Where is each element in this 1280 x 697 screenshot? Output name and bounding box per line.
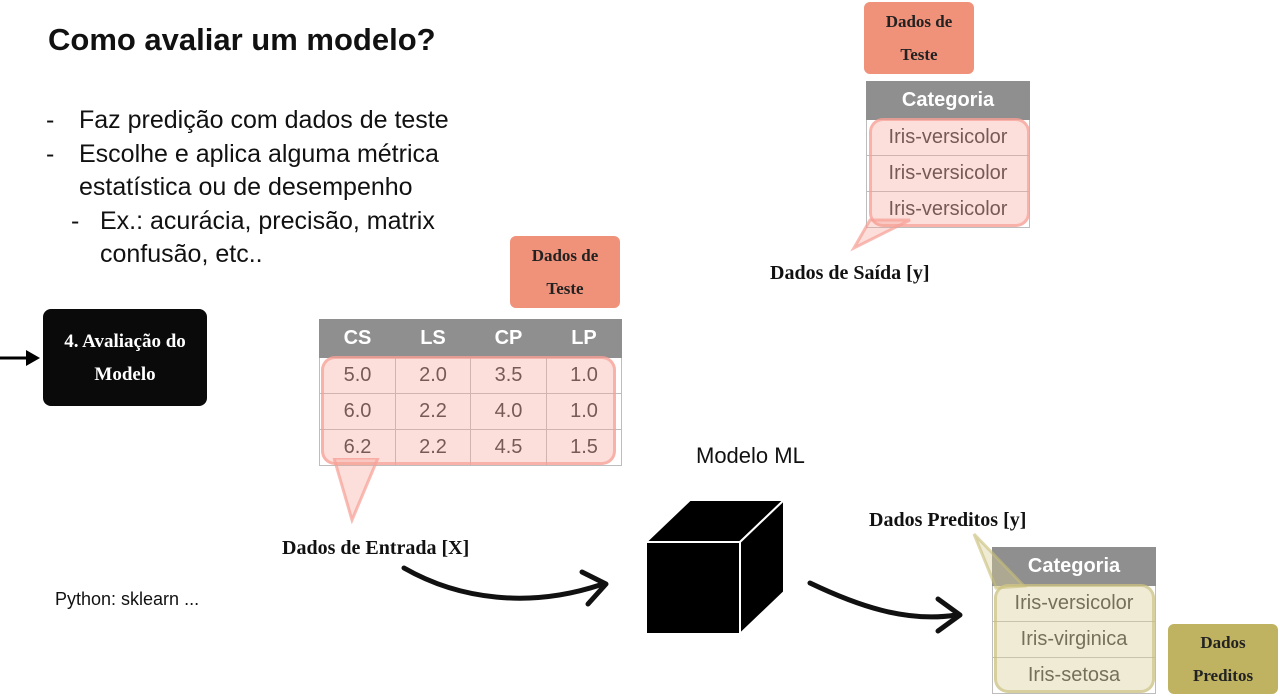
sub-bullet-item-continuation: confusão, etc.. [46,238,449,272]
output-callout-pointer [850,218,911,252]
table-cell: 1.5 [546,429,622,466]
output-table-wrapper: Categoria Iris-versicolor Iris-versicolo… [866,81,1030,228]
table-cell: Iris-virginica [992,621,1156,658]
bullet-text: confusão, etc.. [100,240,263,268]
cube-icon [645,499,785,635]
bullet-item: - Faz predição com dados de teste [46,104,449,138]
table-row: Iris-versicolor [992,585,1156,622]
table-cell: 5.0 [319,357,396,394]
input-data-tag: Dados de Teste [510,236,620,308]
table-row: 5.0 2.0 3.5 1.0 [319,357,622,394]
bullet-text: Ex.: acurácia, precisão, matrix [100,206,435,235]
table-cell: Iris-versicolor [992,585,1156,622]
bullet-item: - Escolhe e aplica alguma métrica [46,138,449,172]
table-cell: 4.0 [470,393,547,430]
input-callout-pointer [332,458,380,524]
model-label: Modelo ML [696,443,805,468]
input-table-wrapper: CS LS CP LP 5.0 2.0 3.5 1.0 6.0 2.2 4.0 … [319,319,622,466]
table-row: 6.0 2.2 4.0 1.0 [319,393,622,430]
table-cell: Iris-versicolor [866,191,1030,228]
bullet-text: Escolhe e aplica alguma métrica [79,139,439,168]
table-cell: 1.0 [546,393,622,430]
predicted-callout-pointer [972,532,1028,590]
sub-bullet-item: - Ex.: acurácia, precisão, matrix [46,205,449,239]
input-table: CS LS CP LP 5.0 2.0 3.5 1.0 6.0 2.2 4.0 … [319,319,622,466]
table-cell: 2.0 [395,357,471,394]
table-cell: Iris-versicolor [866,155,1030,192]
input-caption: Dados de Entrada [X] [282,537,470,559]
output-caption: Dados de Saída [y] [770,262,930,284]
table-cell: 2.2 [395,429,471,466]
predicted-data-tag: Dados Preditos [1168,624,1278,694]
output-table: Categoria Iris-versicolor Iris-versicolo… [866,81,1030,228]
bullet-item-continuation: estatística ou de desempenho [46,171,449,205]
predicted-table: Categoria Iris-versicolor Iris-virginica… [992,547,1156,694]
table-header-row: CS LS CP LP [319,319,622,358]
table-cell: Iris-versicolor [866,119,1030,156]
footer-note: Python: sklearn ... [55,589,200,609]
column-header: LP [546,319,622,358]
bullet-list: - Faz predição com dados de teste - Esco… [46,104,449,272]
predicted-table-wrapper: Categoria Iris-versicolor Iris-virginica… [992,547,1156,694]
table-row: 6.2 2.2 4.5 1.5 [319,429,622,466]
table-cell: 2.2 [395,393,471,430]
table-cell: 6.2 [319,429,396,466]
table-cell: Iris-setosa [992,657,1156,694]
bullet-marker: - [71,206,80,235]
table-cell: 6.0 [319,393,396,430]
predicted-caption: Dados Preditos [y] [869,509,1027,531]
column-header: CP [470,319,547,358]
page-title: Como avaliar um modelo? [48,22,436,57]
bullet-text: estatística ou de desempenho [79,173,413,201]
column-header: LS [395,319,471,358]
table-row: Iris-versicolor [866,191,1030,228]
table-row: Iris-virginica [992,621,1156,658]
table-cell: 4.5 [470,429,547,466]
table-row: Iris-versicolor [866,119,1030,156]
step-box-label: 4. Avaliação do Modelo [64,330,186,385]
table-row: Iris-setosa [992,657,1156,694]
output-data-tag: Dados de Teste [864,2,974,74]
bullet-marker: - [46,106,55,134]
curved-arrow-icon [807,580,963,634]
column-header: Categoria [992,547,1156,586]
bullet-marker: - [46,139,55,168]
table-header-row: Categoria [992,547,1156,586]
column-header: CS [319,319,396,358]
column-header: Categoria [866,81,1030,120]
table-cell: 1.0 [546,357,622,394]
curved-arrow-icon [401,565,609,607]
table-cell: 3.5 [470,357,547,394]
bullet-text: Faz predição com dados de teste [79,106,449,134]
arrow-right-icon [0,350,40,366]
step-box-evaluation: 4. Avaliação do Modelo [43,309,207,406]
table-header-row: Categoria [866,81,1030,120]
table-row: Iris-versicolor [866,155,1030,192]
